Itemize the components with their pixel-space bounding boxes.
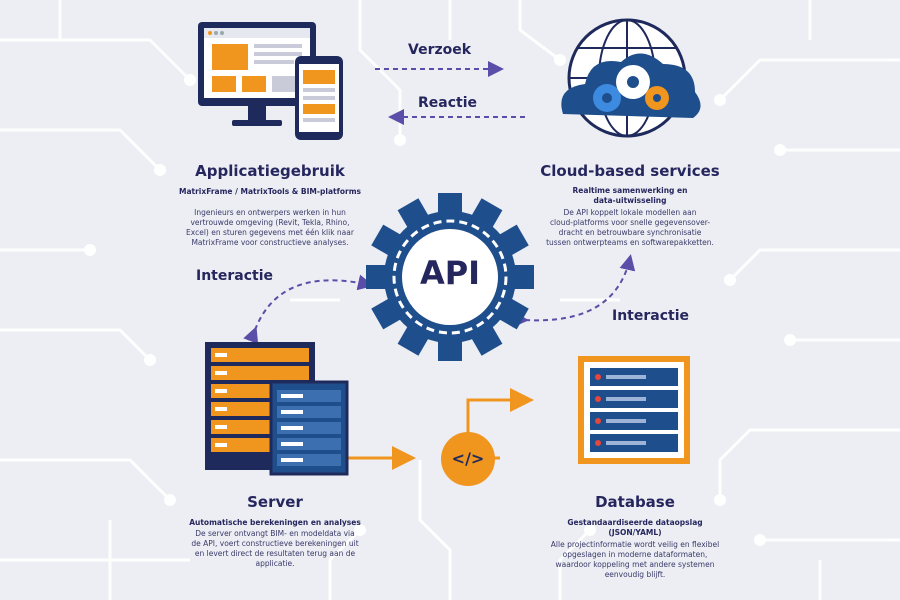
database-icon [578, 356, 690, 464]
response-label: Reactie [418, 95, 478, 111]
interaction-right-label: Interactie [612, 308, 689, 324]
code-circle [441, 432, 495, 486]
database-title: Database [595, 493, 675, 511]
cloud-subtitle: Realtime samenwerking en data-uitwisseli… [572, 186, 688, 205]
interaction-left-arrow [243, 274, 374, 345]
cloud-title: Cloud-based services [540, 162, 720, 180]
interaction-left-label: Interactie [196, 268, 273, 284]
devices-icon [198, 22, 343, 140]
server-description: De server ontvangt BIM- en modeldata via… [191, 529, 359, 568]
code-icon: </> [451, 449, 485, 468]
server-subtitle: Automatische berekeningen en analyses [189, 518, 361, 527]
application-subtitle: MatrixFrame / MatrixTools & BIM-platform… [179, 187, 361, 196]
cloud-description: De API koppelt lokale modellen aan cloud… [546, 208, 714, 247]
request-label: Verzoek [408, 42, 472, 58]
application-description: Ingenieurs en ontwerpers werken in hun v… [186, 208, 354, 247]
application-title: Applicatiegebruik [195, 162, 345, 180]
api-gear-icon [366, 193, 534, 361]
interaction-right-arrow [512, 254, 636, 328]
server-title: Server [247, 493, 303, 511]
database-subtitle: Gestandaardiseerde dataopslag (JSON/YAML… [567, 518, 703, 537]
api-label: API [419, 254, 481, 292]
server-icon [205, 342, 349, 476]
database-description: Alle projectinformatie wordt veilig en f… [550, 540, 720, 579]
cloud-globe-icon [561, 18, 701, 138]
